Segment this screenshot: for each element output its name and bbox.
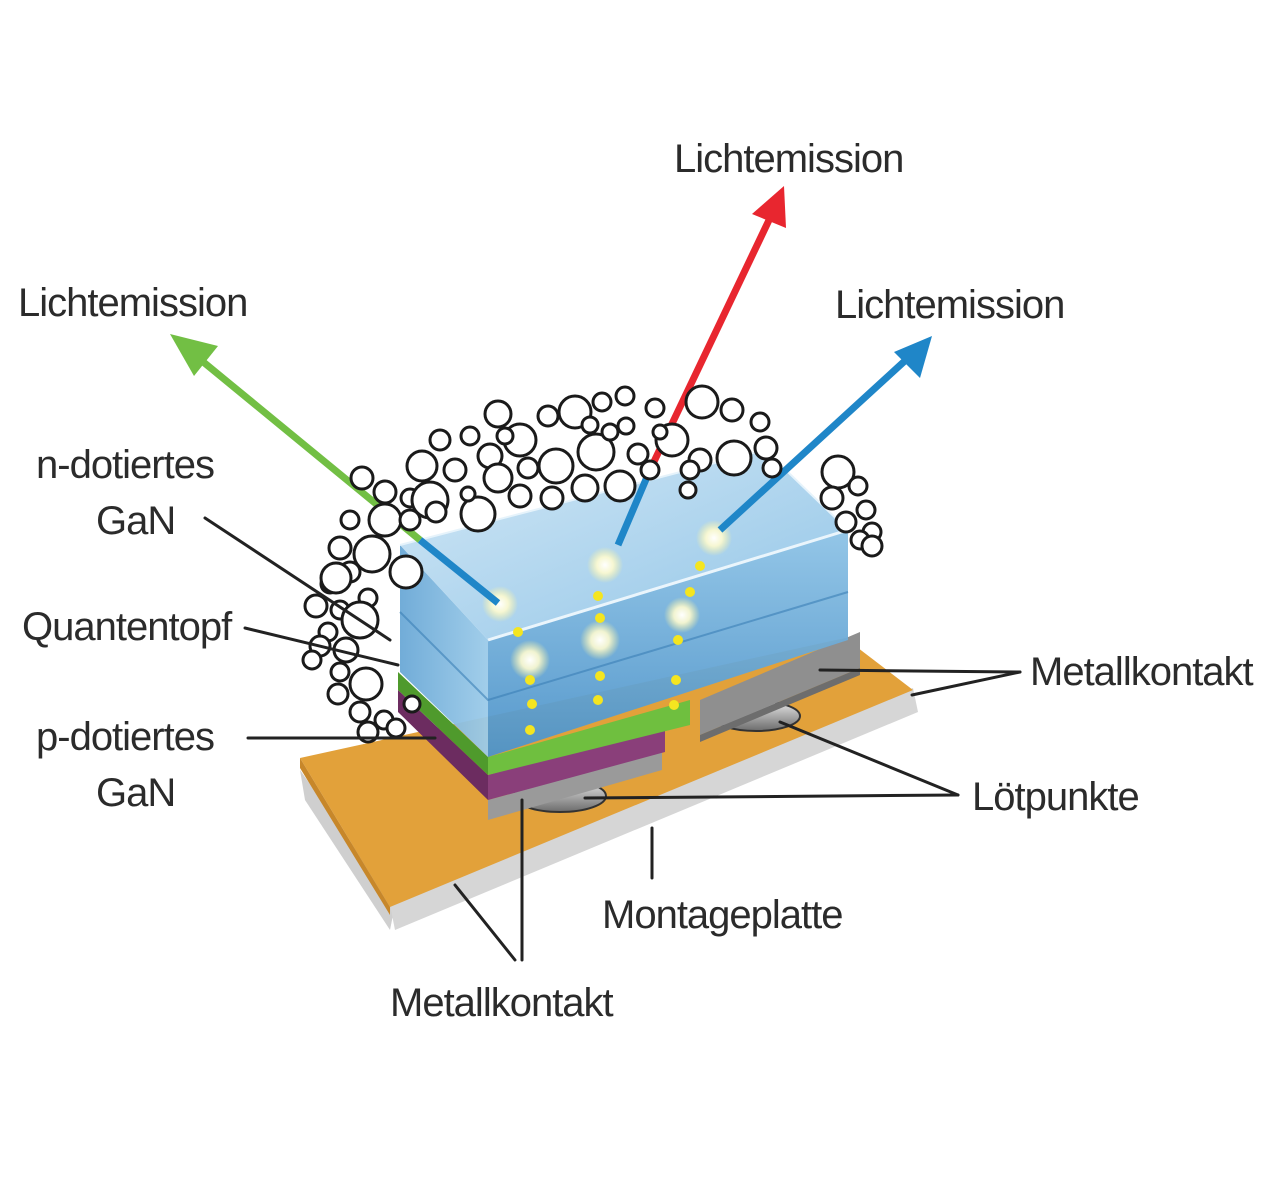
phosphor-bubble xyxy=(327,535,353,561)
labels: Lichtemission Lichtemission Lichtemissio… xyxy=(18,137,1255,1025)
phosphor-bubble xyxy=(684,384,720,420)
label-metal-contact-bottom: Metallkontakt xyxy=(390,981,614,1025)
phosphor-bubble xyxy=(428,428,452,452)
phosphor-bubble xyxy=(719,397,745,423)
phosphor-bubble xyxy=(329,661,351,683)
p-gan-layer xyxy=(398,690,665,800)
phosphor-bubble xyxy=(339,509,361,531)
phosphor-bubble xyxy=(834,510,858,534)
phosphor-bubble xyxy=(855,499,877,521)
label-emission-left: Lichtemission xyxy=(18,281,247,325)
phosphor-bubble xyxy=(402,694,422,714)
metal-contacts xyxy=(488,632,860,820)
phosphor-bubble xyxy=(614,385,636,407)
phosphor-bubble xyxy=(761,457,783,479)
phosphor-bubble xyxy=(516,456,540,480)
phosphor-bubble xyxy=(303,593,329,619)
phosphor-bubble xyxy=(678,480,698,500)
phosphor-bubble xyxy=(482,462,514,494)
label-solder-points: Lötpunkte xyxy=(972,775,1139,819)
phosphor-bubble xyxy=(348,700,372,724)
label-quantum-well: Quantentopf xyxy=(22,605,233,649)
phosphor-bubble xyxy=(644,397,666,419)
leader-lines xyxy=(203,516,1022,962)
phosphor-bubble xyxy=(591,391,613,413)
phosphor-bubble xyxy=(819,485,845,511)
phosphor-bubble xyxy=(651,423,669,441)
phosphor-bubble xyxy=(715,439,753,477)
phosphor-bubble xyxy=(626,442,650,466)
quantum-well-layer xyxy=(398,672,690,775)
label-n-gan-line2: GaN xyxy=(96,499,175,543)
label-metal-contact-right: Metallkontakt xyxy=(1030,650,1254,694)
phosphor-bubble xyxy=(326,682,350,706)
phosphor-bubble xyxy=(459,425,481,447)
phosphor-bubble xyxy=(398,508,422,532)
phosphor-bubble xyxy=(536,404,560,428)
phosphor-bubble xyxy=(495,426,515,446)
phosphor-bubble xyxy=(600,422,620,442)
phosphor-bubble xyxy=(860,534,884,558)
phosphor-bubble xyxy=(570,473,600,503)
phosphor-bubble xyxy=(576,432,616,472)
phosphor-bubble xyxy=(349,465,375,491)
phosphor-bubble xyxy=(388,554,424,590)
phosphor-bubble xyxy=(749,411,771,433)
phosphor-bubble xyxy=(753,435,779,461)
phosphor-bubble xyxy=(639,459,661,481)
label-mounting-plate: Montageplatte xyxy=(602,893,843,937)
phosphor-bubble xyxy=(679,459,701,481)
phosphor-bubble xyxy=(539,485,565,511)
blue-emission-arrow xyxy=(717,336,932,533)
phosphor-bubbles xyxy=(301,384,884,744)
phosphor-bubble xyxy=(385,717,407,739)
phosphor-bubble xyxy=(372,479,398,505)
phosphor-bubble xyxy=(507,483,533,509)
label-n-gan-line1: n-dotiertes xyxy=(36,443,214,487)
phosphor-bubble xyxy=(603,469,637,503)
phosphor-bubble xyxy=(616,416,636,436)
label-emission-right: Lichtemission xyxy=(835,283,1064,327)
label-p-gan-line2: GaN xyxy=(96,771,175,815)
phosphor-bubble xyxy=(580,415,600,435)
phosphor-bubble xyxy=(301,649,323,671)
phosphor-bubble xyxy=(847,475,869,497)
phosphor-bubble xyxy=(483,399,513,429)
phosphor-bubble xyxy=(405,449,439,483)
phosphor-bubble xyxy=(367,502,403,538)
label-p-gan-line1: p-dotiertes xyxy=(36,715,214,759)
phosphor-bubble xyxy=(459,485,477,503)
phosphor-bubble xyxy=(537,447,575,485)
emission-points xyxy=(482,520,732,735)
phosphor-bubble xyxy=(442,457,468,483)
phosphor-bubble xyxy=(352,534,392,574)
phosphor-bubble xyxy=(459,495,497,533)
phosphor-bubble xyxy=(348,666,384,702)
phosphor-bubble xyxy=(319,561,353,595)
phosphor-bubble xyxy=(424,500,448,524)
label-emission-top: Lichtemission xyxy=(674,137,903,181)
